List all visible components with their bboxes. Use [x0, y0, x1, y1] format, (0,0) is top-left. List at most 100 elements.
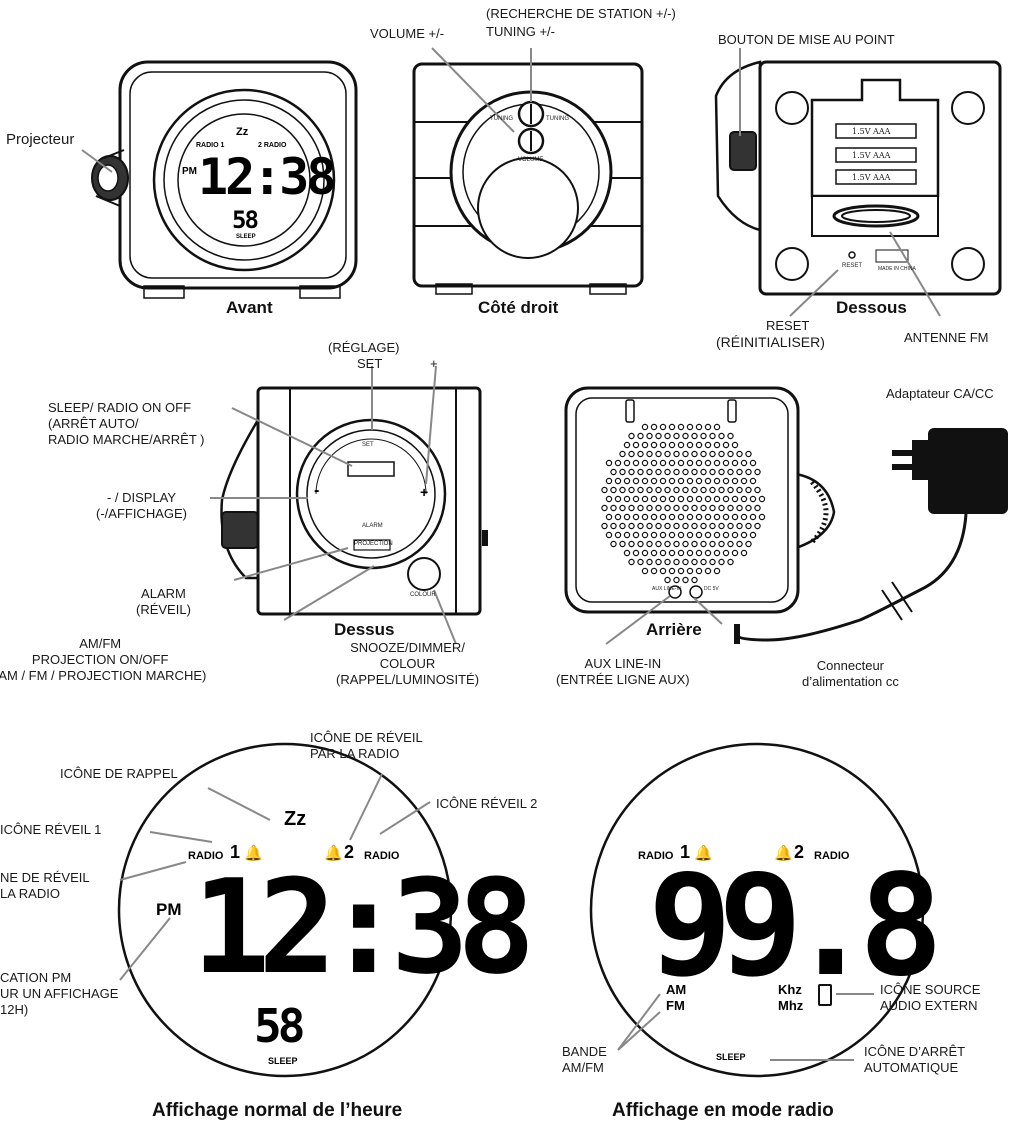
- speaker-hole: [664, 432, 671, 440]
- speaker-hole: [668, 423, 676, 431]
- speaker-hole: [709, 432, 716, 440]
- normal-lcd-radio-left: RADIO: [188, 850, 224, 862]
- top-btn-projection: PROJECTION: [354, 541, 393, 547]
- speaker-hole: [659, 531, 667, 539]
- speaker-hole: [623, 477, 631, 485]
- speaker-hole: [628, 468, 635, 476]
- top-btn-minus: -: [314, 482, 320, 499]
- speaker-hole: [677, 513, 685, 521]
- speaker-hole: [619, 468, 626, 476]
- speaker-hole: [610, 468, 617, 476]
- speaker-hole: [650, 531, 658, 539]
- front-view: [91, 60, 358, 299]
- volume-label: VOLUME +/-: [370, 26, 445, 41]
- normal-lcd-sleep-num: 58: [254, 999, 305, 1053]
- speaker-hole: [664, 468, 671, 476]
- speaker-hole: [673, 540, 680, 548]
- normal-lcd-two: 2: [344, 842, 355, 862]
- aux-small-text: AUX LINE-IN: [652, 586, 682, 592]
- speaker-hole: [727, 450, 734, 458]
- speaker-hole: [713, 549, 721, 557]
- speaker-hole: [709, 522, 716, 530]
- speaker-hole: [700, 450, 707, 458]
- speaker-hole: [718, 522, 725, 530]
- speaker-hole: [713, 513, 721, 521]
- speaker-hole: [722, 495, 730, 503]
- speaker-hole: [628, 432, 635, 440]
- reset-label-fr: (RÉINITIALISER): [716, 334, 825, 350]
- speaker-hole: [655, 522, 662, 530]
- speaker-hole: [646, 522, 653, 530]
- speaker-hole: [682, 504, 689, 512]
- speaker-hole: [727, 522, 734, 530]
- radio-lcd-one: 1: [680, 842, 691, 862]
- speaker-hole: [655, 558, 662, 566]
- speaker-hole: [650, 567, 658, 575]
- speaker-hole: [727, 558, 734, 566]
- speaker-hole: [668, 441, 676, 449]
- projector-label: Projecteur: [6, 131, 75, 148]
- tuning-label-fr: (RECHERCHE DE STATION +/-): [486, 6, 676, 21]
- speaker-hole: [736, 540, 743, 548]
- auto-off-label: ICÔNE D’ARRÊT AUTOMATIQUE: [864, 1044, 966, 1075]
- speaker-hole: [610, 522, 617, 530]
- speaker-hole: [695, 423, 703, 431]
- speaker-hole: [605, 513, 613, 521]
- bottom-caption: Dessous: [836, 298, 907, 317]
- speaker-hole: [601, 504, 608, 512]
- speaker-hole: [601, 522, 608, 530]
- speaker-hole: [704, 459, 712, 467]
- speaker-hole: [709, 450, 716, 458]
- speaker-hole: [619, 450, 626, 458]
- speaker-hole: [713, 477, 721, 485]
- speaker-hole: [718, 432, 725, 440]
- speaker-hole: [682, 450, 689, 458]
- speaker-hole: [605, 459, 613, 467]
- speaker-hole: [758, 495, 766, 503]
- sleep-radio-label: SLEEP/ RADIO ON OFF (ARRÊT AUTO/ RADIO M…: [48, 400, 205, 447]
- speaker-hole: [668, 477, 676, 485]
- speaker-hole: [704, 423, 712, 431]
- speaker-hole: [632, 531, 640, 539]
- speaker-hole: [695, 495, 703, 503]
- speaker-hole: [637, 468, 644, 476]
- radio-lcd-radio-right: RADIO: [814, 850, 850, 862]
- speaker-hole: [628, 504, 635, 512]
- speaker-hole: [713, 495, 721, 503]
- speaker-hole: [677, 495, 685, 503]
- speaker-hole: [731, 495, 739, 503]
- top-btn-plus: +: [420, 484, 429, 500]
- front-lcd-sleep-num: 58: [232, 206, 259, 234]
- speaker-hole: [673, 522, 680, 530]
- speaker-hole: [632, 441, 640, 449]
- speaker-hole: [664, 558, 671, 566]
- normal-lcd-time: 12:38: [192, 851, 535, 1003]
- front-lcd-zz: Zz: [236, 126, 249, 138]
- speaker-hole: [749, 477, 757, 485]
- snooze-label: SNOOZE/DIMMER/ COLOUR (RAPPEL/LUMINOSITÉ…: [336, 640, 480, 687]
- speaker-hole: [722, 459, 730, 467]
- speaker-hole: [650, 459, 658, 467]
- speaker-hole: [641, 441, 649, 449]
- speaker-hole: [623, 549, 631, 557]
- front-lcd-radio1: RADIO 1: [196, 142, 225, 149]
- speaker-hole: [646, 558, 653, 566]
- speaker-hole: [646, 450, 653, 458]
- speaker-hole: [619, 540, 626, 548]
- speaker-hole: [650, 513, 658, 521]
- speaker-hole: [659, 495, 667, 503]
- aux-line-in-label: AUX LINE-IN (ENTRÉE LIGNE AUX): [556, 656, 690, 687]
- speaker-hole: [695, 441, 703, 449]
- speaker-hole: [673, 432, 680, 440]
- speaker-hole: [718, 450, 725, 458]
- speaker-hole: [736, 450, 743, 458]
- speaker-hole: [668, 567, 676, 575]
- speaker-hole: [628, 486, 635, 494]
- normal-lcd-radio-right: RADIO: [364, 850, 400, 862]
- speaker-hole: [754, 504, 761, 512]
- front-lcd-pm: PM: [182, 166, 197, 177]
- speaker-hole: [619, 504, 626, 512]
- speaker-hole: [637, 450, 644, 458]
- speaker-hole: [704, 513, 712, 521]
- speaker-hole: [655, 432, 662, 440]
